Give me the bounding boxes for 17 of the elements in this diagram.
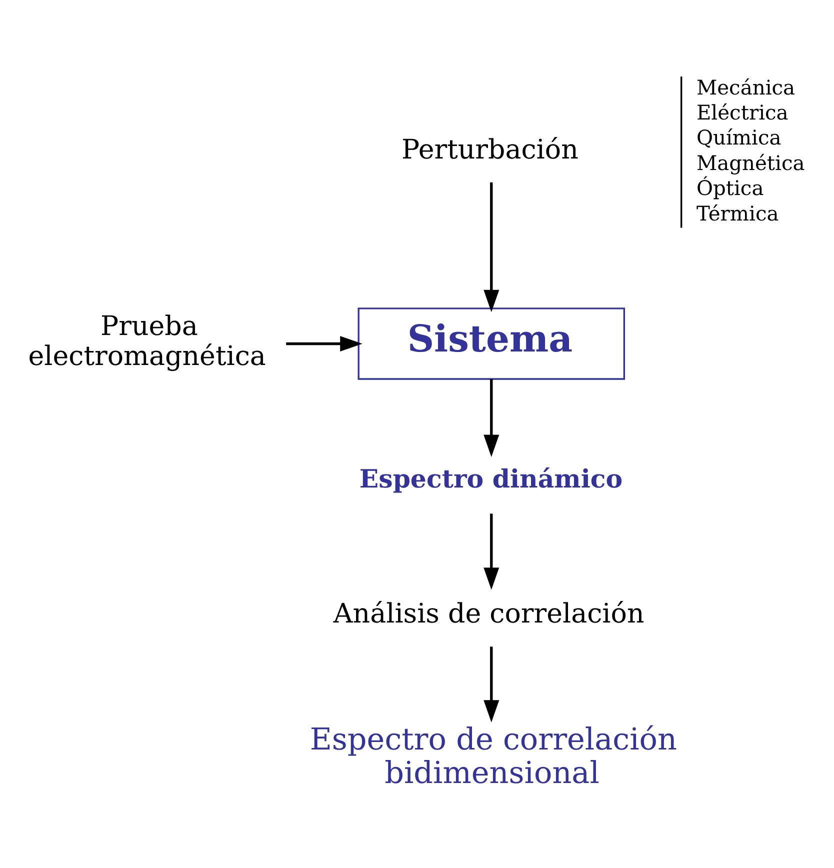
arrow: [286, 335, 362, 351]
node-box: Sistema: [358, 307, 626, 380]
label: Eléctrica: [696, 100, 788, 124]
arrow: [484, 513, 500, 590]
label: Magnética: [696, 150, 805, 174]
arrow: [484, 378, 500, 456]
node-text: Perturbación: [401, 134, 578, 165]
arrow: [484, 182, 500, 312]
label: Química: [696, 125, 782, 150]
label: Mecánica: [696, 74, 796, 99]
node-text: Espectro dinámico: [359, 462, 623, 493]
label: Óptica: [696, 176, 764, 200]
node-text: Espectro de correlación bidimensional: [310, 722, 677, 791]
node-text: Análisis de correlación: [333, 598, 644, 629]
label: Térmica: [696, 200, 779, 225]
arrow: [484, 646, 500, 722]
node-text: Prueba electromagnética: [28, 310, 266, 372]
